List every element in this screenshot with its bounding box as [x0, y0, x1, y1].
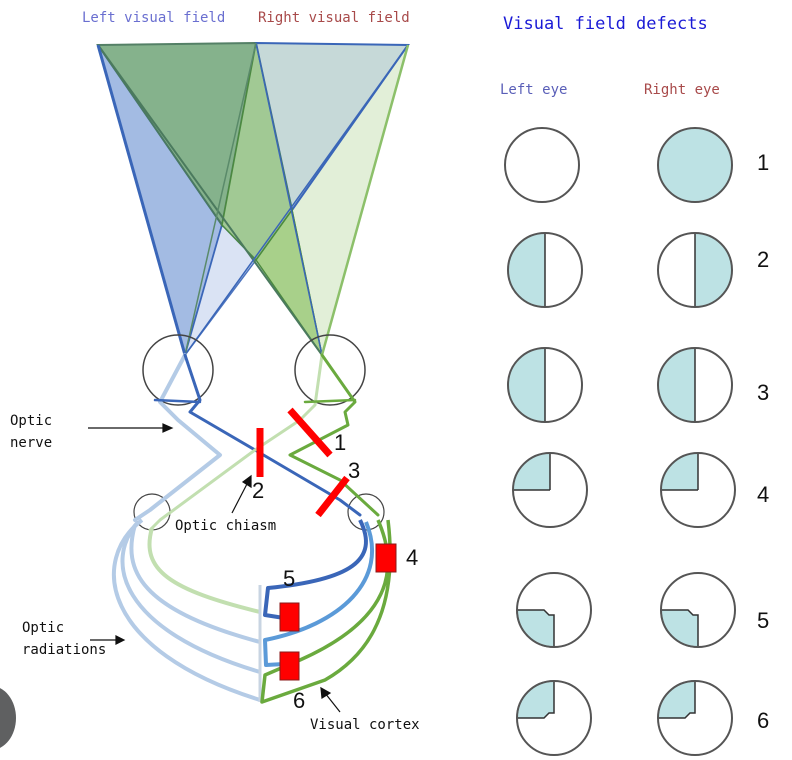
annotation-arrows	[88, 423, 341, 713]
right-eye-field-5	[660, 572, 736, 648]
left-eye-field-4	[512, 452, 588, 528]
right-eye-field-6	[657, 680, 733, 756]
visual-field-cones	[96, 41, 410, 359]
right-eye-field-3	[657, 347, 733, 423]
optic-pathway-fibers	[133, 353, 380, 532]
lesion-4-marker	[375, 543, 397, 573]
left-visual-field-label: Left visual field	[82, 10, 226, 26]
defect-row-number-6: 6	[757, 708, 770, 733]
lesion-number-5: 5	[283, 566, 296, 591]
defect-row-number-2: 2	[757, 247, 770, 272]
right-temporal-fiber	[288, 353, 380, 517]
defect-row-number-1: 1	[757, 150, 770, 175]
left-eye-field-3	[507, 347, 583, 423]
floating-action-button[interactable]	[0, 686, 16, 750]
defect-row-number-3: 3	[757, 380, 770, 405]
lesion-1-marker	[287, 407, 333, 458]
defect-row-number-4: 4	[757, 482, 770, 507]
defect-row-number-5: 5	[757, 608, 770, 633]
right-eyeball	[294, 334, 366, 406]
right-eye-field-4	[660, 452, 736, 528]
left-eye-field-1	[504, 127, 580, 203]
optic-chiasm-arrow	[231, 481, 249, 514]
left-nasal-fiber	[183, 353, 362, 517]
left-eye-field-6	[516, 680, 592, 756]
lesion-number-1: 1	[334, 430, 347, 455]
lesion-6-marker	[279, 651, 300, 681]
visual-cortex-arrow	[324, 692, 341, 713]
left-temporal-fiber	[133, 353, 222, 522]
left-eye-label: Left eye	[500, 82, 568, 98]
lesion-number-2: 2	[252, 478, 265, 503]
lesion-5-marker	[279, 602, 300, 632]
right-eye-field-1	[657, 127, 733, 203]
lesion-number-4: 4	[406, 545, 419, 570]
lesion-number-6: 6	[293, 688, 306, 713]
lesion-number-3: 3	[348, 458, 361, 483]
lesion-markers	[256, 407, 397, 681]
optic-radiations-label: Optic radiations	[22, 620, 107, 658]
right-eye-field-2	[657, 232, 733, 308]
visual-pathway-diagram	[88, 41, 410, 713]
visual-cortex-label: Visual cortex	[310, 717, 420, 733]
left-optic-radiations	[111, 518, 262, 702]
right-eye-label: Right eye	[644, 82, 720, 98]
lesion-3-marker	[315, 475, 350, 518]
right-visual-field-label: Right visual field	[258, 10, 410, 26]
left-eyeball	[142, 334, 214, 406]
left-eye-field-2	[507, 232, 583, 308]
defect-circles	[504, 127, 736, 756]
optic-nerve-label: Optic nerve	[10, 413, 53, 451]
optic-chiasm-label: Optic chiasm	[175, 518, 277, 534]
left-eye-field-5	[516, 572, 592, 648]
visual-field-defects-title: Visual field defects	[503, 14, 708, 34]
right-nasal-fiber	[148, 353, 324, 532]
